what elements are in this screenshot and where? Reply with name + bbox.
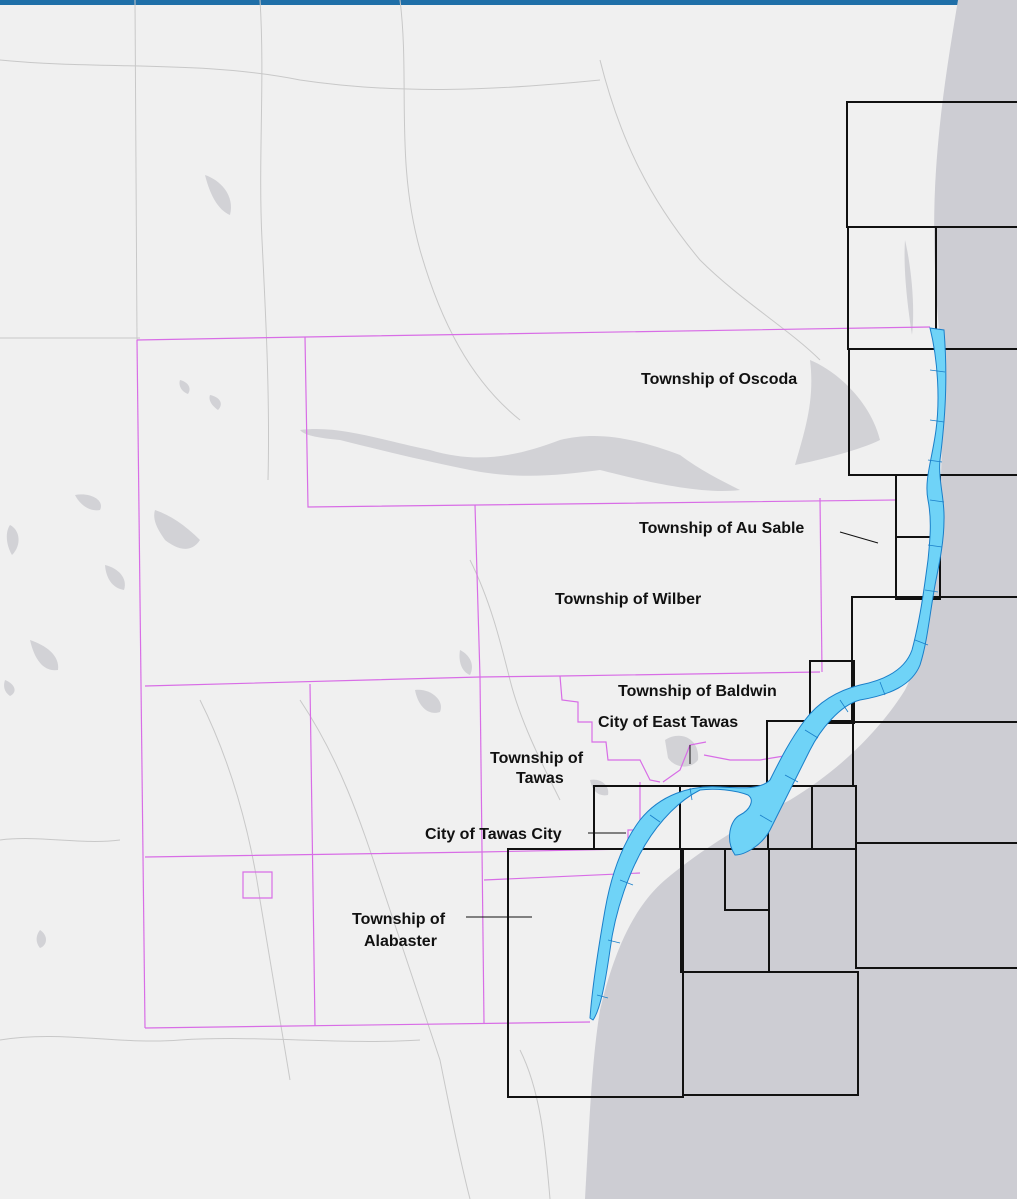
label-township-tawas-line1: Township of [490,750,584,767]
lake-huron-water [585,0,1017,1199]
rivers-and-roads [0,0,821,1199]
label-township-wilber: Township of Wilber [555,591,701,608]
label-city-east-tawas: City of East Tawas [598,714,738,731]
label-township-au-sable: Township of Au Sable [639,520,804,537]
label-township-oscoda: Township of Oscoda [641,371,797,388]
label-township-alabaster-line2: Alabaster [364,933,437,950]
label-township-tawas-line2: Tawas [516,770,564,787]
label-leader-lines [466,531,879,918]
top-bar [0,0,1017,5]
label-city-tawas-city: City of Tawas City [425,826,562,843]
coastal-zone-segments [596,369,946,999]
coastal-flood-zone [589,327,947,1021]
label-township-baldwin: Township of Baldwin [618,683,777,700]
label-township-alabaster-line1: Township of [352,911,446,928]
